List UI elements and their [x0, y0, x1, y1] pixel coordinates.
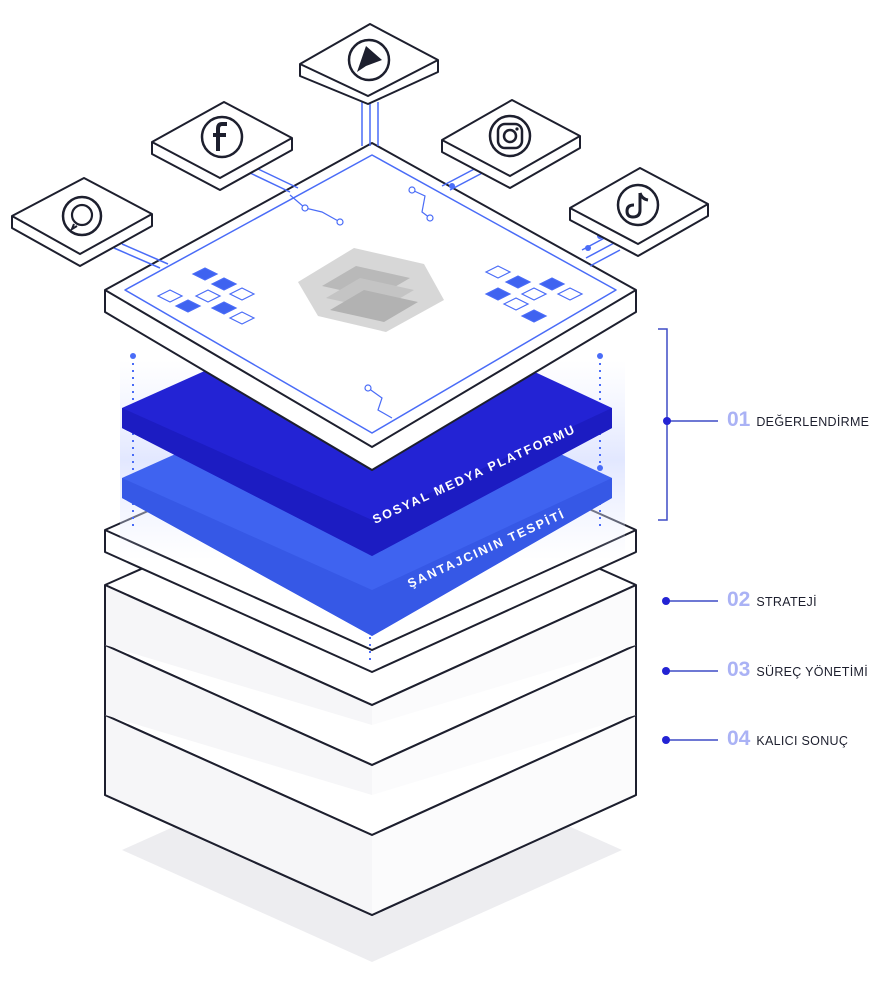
arrow-app-tile [299, 23, 439, 105]
step-03-dot [662, 667, 670, 675]
top-slab [104, 142, 637, 471]
facebook-tile [151, 101, 293, 191]
step-04: 04 KALICI SONUÇ [727, 727, 848, 751]
step-03: 03 SÜREÇ YÖNETİMİ [727, 658, 868, 682]
step-03-label: SÜREÇ YÖNETİMİ [756, 665, 868, 679]
right-square-cluster [484, 265, 584, 323]
left-square-cluster [156, 267, 256, 325]
step-04-number: 04 [727, 727, 751, 750]
instagram-icon [488, 114, 532, 158]
step-02-number: 02 [727, 588, 751, 611]
dotted-connectors [132, 356, 601, 665]
facebook-icon [200, 115, 244, 159]
step-01: 01 DEĞERLENDİRME [727, 408, 869, 432]
step-04-label: KALICI SONUÇ [756, 734, 849, 748]
tiktok-icon [616, 183, 660, 227]
step-02-dot [662, 597, 670, 605]
step-markers [666, 600, 718, 741]
step-01-label: DEĞERLENDİRME [756, 415, 870, 429]
whatsapp-tile [11, 177, 153, 267]
whatsapp-icon [61, 195, 103, 237]
tiktok-tile [569, 167, 709, 257]
step-03-number: 03 [727, 658, 751, 681]
step-02: 02 STRATEJİ [727, 588, 817, 612]
step-01-number: 01 [727, 408, 751, 431]
brand-logo [298, 248, 444, 332]
instagram-tile [441, 99, 581, 189]
step-01-dot [663, 417, 671, 425]
step-02-label: STRATEJİ [756, 595, 817, 609]
arrow-app-icon [347, 38, 391, 82]
step-04-dot [662, 736, 670, 744]
